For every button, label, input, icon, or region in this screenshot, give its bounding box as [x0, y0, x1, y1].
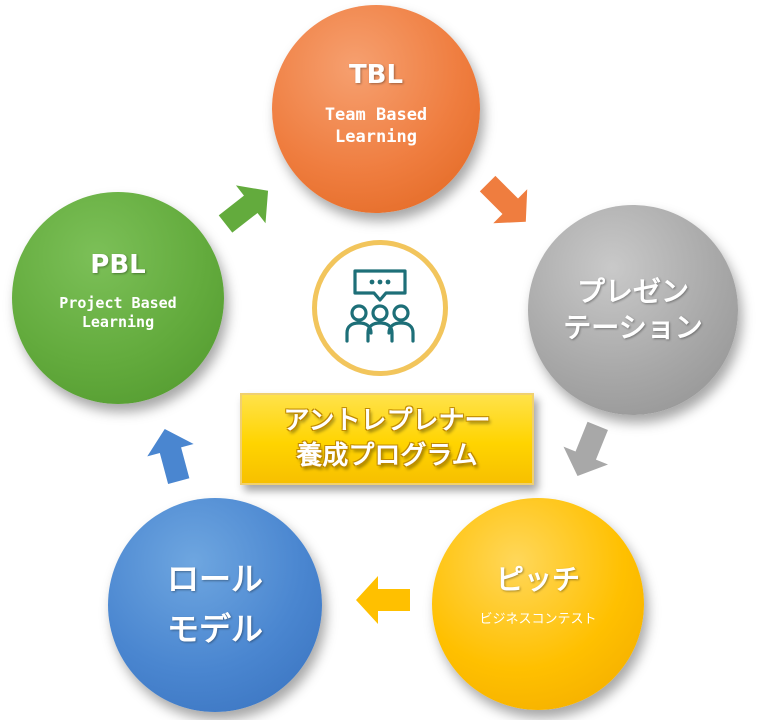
arrow-role-model-to-pbl: [147, 428, 194, 484]
arrow-pitch-to-role-model: [356, 576, 410, 624]
node-pitch-subtitle: ビジネスコンテスト: [479, 611, 597, 627]
node-pitch: ピッチ ビジネスコンテスト: [432, 498, 644, 710]
banner-line-1: アントレプレナー: [283, 405, 491, 436]
arrow-pbl-to-tbl: [218, 185, 269, 233]
node-tbl-title: TBL: [348, 59, 404, 90]
node-pbl: PBL Project Based Learning: [12, 192, 224, 404]
node-role-model-title: ロール モデル: [166, 560, 263, 648]
banner-line-2: 養成プログラム: [296, 441, 478, 471]
node-pbl-subtitle: Project Based Learning: [59, 293, 177, 332]
node-tbl-subtitle: Team Based Learning: [324, 104, 428, 147]
arrow-tbl-to-presentation: [479, 175, 528, 224]
node-tbl: TBL Team Based Learning: [272, 5, 480, 213]
node-pitch-title: ピッチ: [495, 562, 580, 596]
team-discussion-icon: [345, 269, 415, 343]
node-pbl-title: PBL: [90, 249, 146, 280]
arrow-presentation-to-pitch: [563, 421, 609, 476]
program-title-banner: アントレプレナー 養成プログラム: [240, 393, 534, 485]
node-presentation-title: プレゼン テーション: [563, 274, 703, 344]
node-presentation: プレゼン テーション: [528, 205, 738, 415]
center-icon-ring: [312, 240, 448, 376]
node-role-model: ロール モデル: [108, 498, 322, 712]
